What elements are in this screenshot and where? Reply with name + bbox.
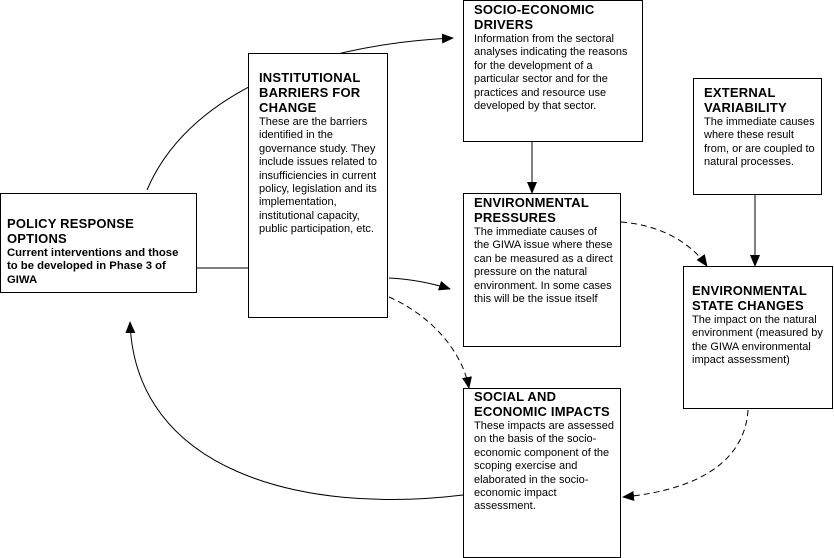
node-environmental-pressures: ENVIRONMENTAL PRESSURES The immediate ca… [463, 193, 621, 347]
node-description: The impact on the natural environment (m… [692, 314, 823, 367]
edge-impacts-to-policy [125, 321, 464, 500]
node-description: The immediate causes of the GIWA issue w… [474, 226, 613, 306]
node-description: These are the barriers identified in the… [259, 116, 378, 236]
node-socio-economic-drivers: SOCIO-ECONOMIC DRIVERS Information from … [463, 0, 643, 142]
node-title: POLICY RESPONSE OPTIONS [7, 216, 135, 246]
edge-institutional-to-pressures [388, 277, 451, 291]
node-social-economic-impacts: SOCIAL AND ECONOMIC IMPACTS These impact… [463, 388, 621, 558]
node-title: ENVIRONMENTAL STATE CHANGES [692, 283, 807, 313]
node-external-variability: EXTERNAL VARIABILITY The immediate cause… [693, 78, 822, 195]
node-description: Current interventions and those to be de… [7, 247, 179, 286]
node-title: SOCIAL AND ECONOMIC IMPACTS [474, 389, 610, 419]
node-description: The immediate causes where these result … [704, 116, 815, 169]
node-title: EXTERNAL VARIABILITY [704, 85, 787, 115]
node-title: ENVIRONMENTAL PRESSURES [474, 195, 589, 225]
node-description: These impacts are assessed on the basis … [474, 420, 615, 513]
node-policy-response-options: POLICY RESPONSE OPTIONS Current interven… [0, 193, 197, 293]
node-title: INSTITUTIONAL BARRIERS FOR CHANGE [259, 70, 361, 115]
edge-state-to-impacts [622, 409, 749, 501]
edge-pressures-to-state [620, 221, 708, 267]
node-institutional-barriers: INSTITUTIONAL BARRIERS FOR CHANGE These … [248, 53, 388, 318]
node-title: SOCIO-ECONOMIC DRIVERS [474, 2, 595, 32]
node-description: Information from the sectoral analyses i… [474, 33, 628, 113]
edge-institutional-to-impacts [388, 296, 472, 389]
node-environmental-state-changes: ENVIRONMENTAL STATE CHANGES The impact o… [683, 266, 833, 409]
